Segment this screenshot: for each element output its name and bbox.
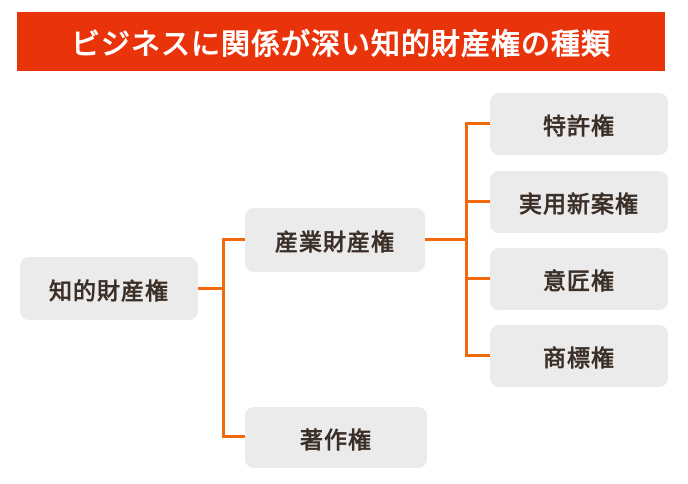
connector-right-vertical bbox=[465, 122, 468, 357]
node-patent-right: 特許権 bbox=[490, 93, 668, 155]
title-banner: ビジネスに関係が深い知的財産権の種類 bbox=[17, 12, 665, 71]
node-design-right: 意匠権 bbox=[490, 248, 668, 310]
node-label: 実用新案権 bbox=[519, 191, 639, 217]
node-label: 特許権 bbox=[543, 113, 615, 139]
page-title: ビジネスに関係が深い知的財産権の種類 bbox=[70, 28, 611, 61]
node-utility-model-right: 実用新案権 bbox=[490, 171, 668, 233]
connector-root-stub bbox=[198, 287, 225, 290]
connector-trademark-stub bbox=[465, 354, 490, 357]
node-trademark-right: 商標権 bbox=[490, 325, 668, 387]
node-copyright: 著作権 bbox=[245, 407, 427, 468]
connector-left-vertical bbox=[222, 238, 225, 438]
connector-design-stub bbox=[465, 277, 490, 280]
connector-copyright-stub bbox=[222, 435, 245, 438]
connector-utility-model-stub bbox=[465, 200, 490, 203]
node-label: 知的財産権 bbox=[49, 277, 169, 304]
connector-industrial-stub bbox=[222, 238, 245, 241]
connector-industrial-right-stub bbox=[425, 238, 468, 241]
connector-patent-stub bbox=[465, 122, 490, 125]
node-label: 著作権 bbox=[300, 426, 372, 453]
node-industrial-property: 産業財産権 bbox=[245, 208, 425, 272]
node-intellectual-property: 知的財産権 bbox=[20, 257, 198, 320]
node-label: 商標権 bbox=[543, 345, 615, 371]
node-label: 意匠権 bbox=[543, 268, 615, 294]
node-label: 産業財産権 bbox=[275, 229, 395, 255]
